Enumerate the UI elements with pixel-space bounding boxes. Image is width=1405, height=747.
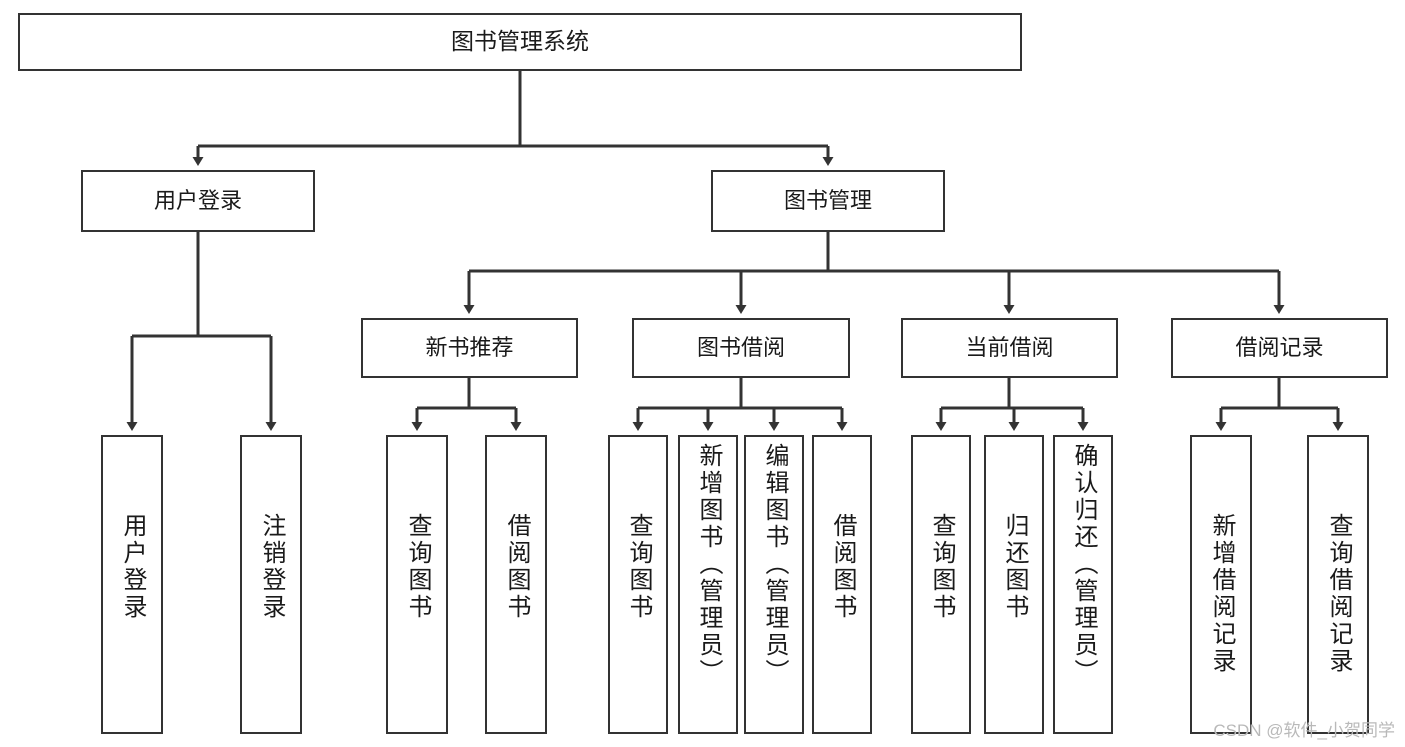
- leaf-query-borrow-record-label: 查询借阅记录: [1325, 513, 1352, 675]
- node-borrow-record-label: 借阅记录: [1235, 335, 1324, 361]
- leaf-confirm-return-admin-label: 确认归还（管理员）: [1070, 443, 1097, 686]
- node-root[interactable]: 图书管理系统: [18, 13, 1022, 71]
- leaf-logout-label: 注销登录: [258, 513, 285, 621]
- leaf-borrow-book-recommend[interactable]: 借阅图书: [485, 435, 547, 734]
- node-borrow-record[interactable]: 借阅记录: [1171, 318, 1388, 378]
- leaf-edit-book-admin[interactable]: 编辑图书（管理员）: [744, 435, 804, 734]
- leaf-add-borrow-record[interactable]: 新增借阅记录: [1190, 435, 1252, 734]
- node-book-borrow-label: 图书借阅: [696, 335, 785, 361]
- node-user-login[interactable]: 用户登录: [81, 170, 315, 232]
- edge-group-current-borrow: [935, 378, 1089, 431]
- leaf-query-borrow-record[interactable]: 查询借阅记录: [1307, 435, 1369, 734]
- node-book-borrow[interactable]: 图书借阅: [632, 318, 850, 378]
- node-current-borrow[interactable]: 当前借阅: [901, 318, 1118, 378]
- leaf-add-borrow-record-label: 新增借阅记录: [1208, 513, 1235, 675]
- node-book-management-label: 图书管理: [783, 188, 872, 214]
- leaf-edit-book-admin-label: 编辑图书（管理员）: [761, 443, 788, 686]
- node-new-book-recommend-label: 新书推荐: [425, 335, 514, 361]
- leaf-confirm-return-admin[interactable]: 确认归还（管理员）: [1053, 435, 1113, 734]
- leaf-query-book-recommend[interactable]: 查询图书: [386, 435, 448, 734]
- edge-group-borrow-record: [1215, 378, 1344, 431]
- leaf-query-book-current[interactable]: 查询图书: [911, 435, 971, 734]
- edge-group-book-management: [463, 232, 1285, 314]
- node-user-login-label: 用户登录: [153, 188, 242, 214]
- leaf-query-book-recommend-label: 查询图书: [404, 513, 431, 621]
- node-new-book-recommend[interactable]: 新书推荐: [361, 318, 578, 378]
- leaf-logout[interactable]: 注销登录: [240, 435, 302, 734]
- leaf-query-book-borrow-label: 查询图书: [625, 513, 652, 621]
- leaf-borrow-book[interactable]: 借阅图书: [812, 435, 872, 734]
- node-root-label: 图书管理系统: [451, 28, 589, 55]
- leaf-return-book[interactable]: 归还图书: [984, 435, 1044, 734]
- leaf-user-login[interactable]: 用户登录: [101, 435, 163, 734]
- leaf-user-login-label: 用户登录: [119, 513, 146, 621]
- edge-group-new-book: [411, 378, 522, 431]
- leaf-borrow-book-recommend-label: 借阅图书: [503, 513, 530, 621]
- leaf-return-book-label: 归还图书: [1001, 513, 1028, 621]
- leaf-query-book-borrow[interactable]: 查询图书: [608, 435, 668, 734]
- edge-group-book-borrow: [632, 378, 848, 431]
- edge-group-user-login: [126, 232, 277, 431]
- watermark: CSDN @软件_小贺同学: [1213, 721, 1395, 740]
- leaf-add-book-admin-label: 新增图书（管理员）: [695, 443, 722, 686]
- node-current-borrow-label: 当前借阅: [965, 335, 1054, 361]
- node-book-management[interactable]: 图书管理: [711, 170, 945, 232]
- edge-group-root: [192, 71, 834, 166]
- leaf-add-book-admin[interactable]: 新增图书（管理员）: [678, 435, 738, 734]
- leaf-query-book-current-label: 查询图书: [928, 513, 955, 621]
- leaf-borrow-book-label: 借阅图书: [829, 513, 856, 621]
